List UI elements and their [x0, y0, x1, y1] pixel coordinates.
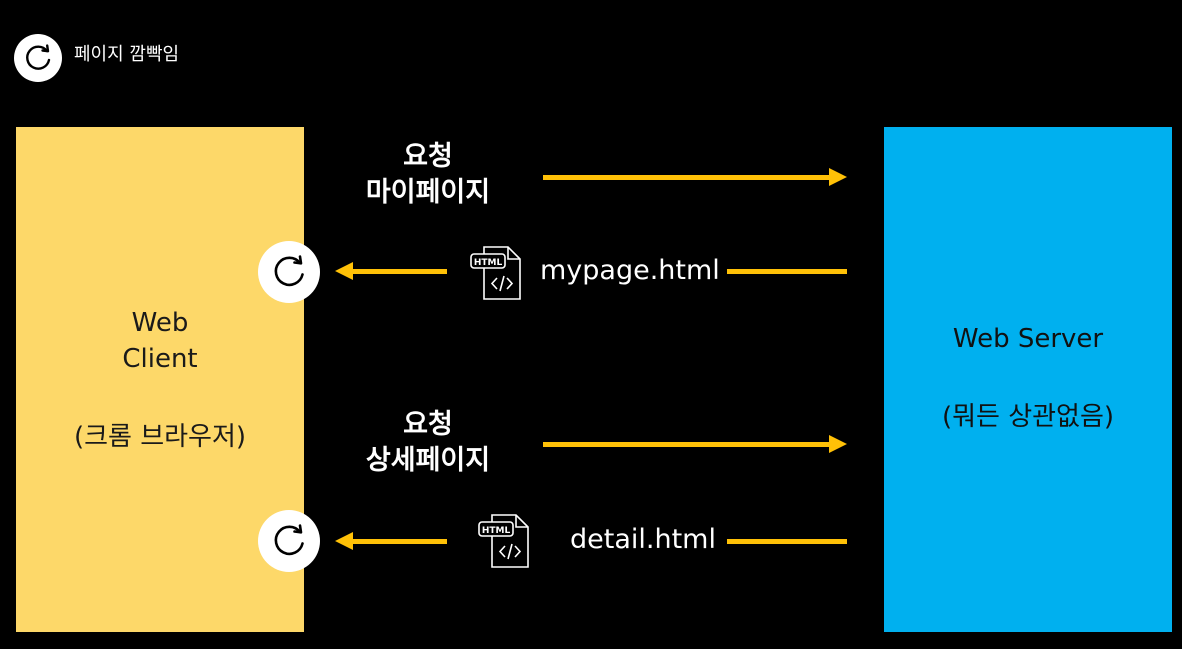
request-arrow-head — [829, 435, 847, 453]
response-file-label: mypage.html — [540, 255, 720, 286]
client-title-line1: Web — [131, 308, 189, 338]
response-arrow-head — [335, 262, 353, 280]
web-client-box: Web Client (크롬 브라우저) — [16, 127, 304, 632]
html-file-icon: HTML — [478, 513, 532, 569]
response-arrow-line — [352, 539, 447, 544]
refresh-icon — [14, 34, 62, 82]
request-label-line2: 마이페이지 — [365, 177, 491, 208]
legend-label: 페이지 깜빡임 — [74, 44, 180, 65]
request-arrow-line — [543, 175, 831, 180]
response-arrow-line-right-segment — [727, 269, 847, 274]
response-arrow-line — [352, 269, 447, 274]
refresh-icon — [258, 241, 320, 303]
html-file-icon-text: HTML — [474, 258, 503, 268]
client-title-line2: Client — [122, 344, 198, 374]
server-title: Web Server — [952, 324, 1104, 354]
html-file-icon: HTML — [470, 245, 524, 301]
response-arrow-head — [335, 532, 353, 550]
request-arrow-head — [829, 168, 847, 186]
response-arrow-line-right-segment — [727, 539, 847, 544]
html-file-icon-text: HTML — [482, 526, 511, 536]
request-label-line2: 상세페이지 — [365, 445, 491, 476]
web-server-box: Web Server (뭐든 상관없음) — [884, 127, 1172, 632]
request-label-line1: 요청 — [403, 409, 453, 440]
server-subtitle: (뭐든 상관없음) — [941, 402, 1115, 432]
response-file-label: detail.html — [570, 524, 716, 555]
refresh-icon — [258, 510, 320, 572]
client-subtitle: (크롬 브라우저) — [73, 422, 247, 452]
request-label-line1: 요청 — [403, 141, 453, 172]
request-arrow-line — [543, 442, 831, 447]
